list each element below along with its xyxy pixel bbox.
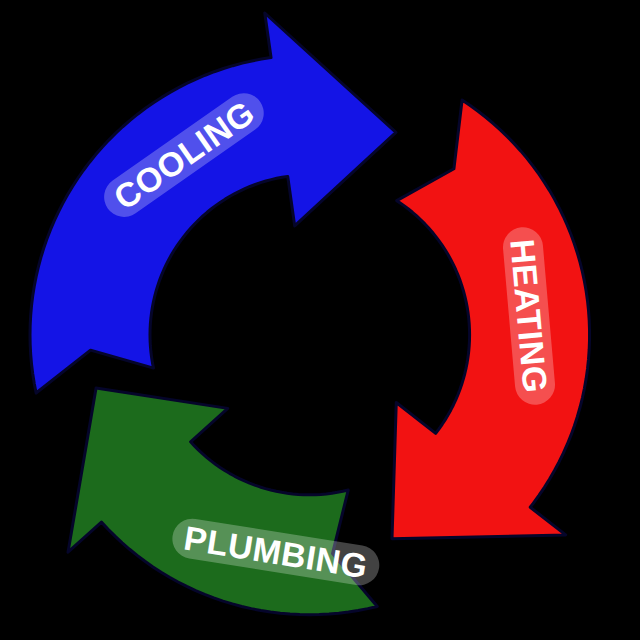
cycle-arrow: COOLING bbox=[27, 10, 399, 396]
arrow-outline bbox=[389, 97, 593, 542]
cycle-arrow: PLUMBING bbox=[65, 385, 380, 618]
arrow-shape bbox=[392, 100, 590, 539]
arrow-outline bbox=[65, 385, 380, 618]
cycle-arrow: HEATING bbox=[389, 97, 593, 542]
arrow-shape bbox=[30, 13, 396, 393]
arrow-outline bbox=[27, 10, 399, 396]
